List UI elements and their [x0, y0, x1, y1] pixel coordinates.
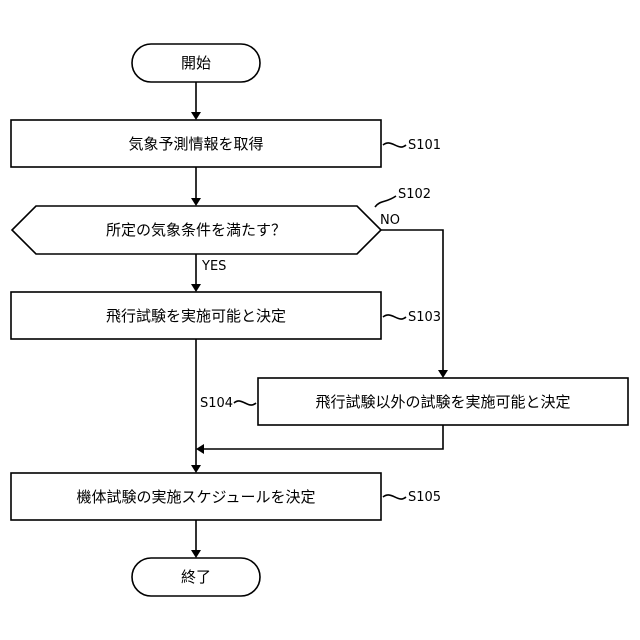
no-label: NO	[380, 213, 400, 228]
arrowhead	[191, 465, 201, 473]
s104-label: S104	[200, 396, 233, 411]
s104-leader	[234, 401, 256, 405]
s103-label: S103	[408, 310, 441, 325]
s102-leader	[375, 196, 396, 207]
arrowhead	[191, 112, 201, 120]
s101-leader	[383, 143, 406, 147]
s105-leader	[383, 495, 406, 499]
s104-text: 飛行試験以外の試験を実施可能と決定	[315, 393, 570, 411]
end-text: 終了	[181, 568, 211, 586]
s103-text: 飛行試験を実施可能と決定	[106, 307, 286, 325]
s105-label: S105	[408, 490, 441, 505]
arrowhead	[191, 198, 201, 206]
arrow-s104-merge	[204, 425, 443, 449]
yes-label: YES	[201, 259, 226, 274]
arrow-no-to-s104	[381, 230, 443, 370]
s105-text: 機体試験の実施スケジュールを決定	[77, 488, 316, 506]
start-text: 開始	[181, 54, 211, 72]
s102-text: 所定の気象条件を満たす？	[106, 221, 286, 239]
arrowhead	[196, 444, 204, 454]
s101-label: S101	[408, 138, 441, 153]
s102-label: S102	[398, 187, 431, 202]
s101-text: 気象予測情報を取得	[128, 135, 263, 153]
arrowhead	[191, 550, 201, 558]
s103-leader	[383, 315, 406, 319]
arrowhead	[191, 284, 201, 292]
arrowhead	[438, 370, 448, 378]
